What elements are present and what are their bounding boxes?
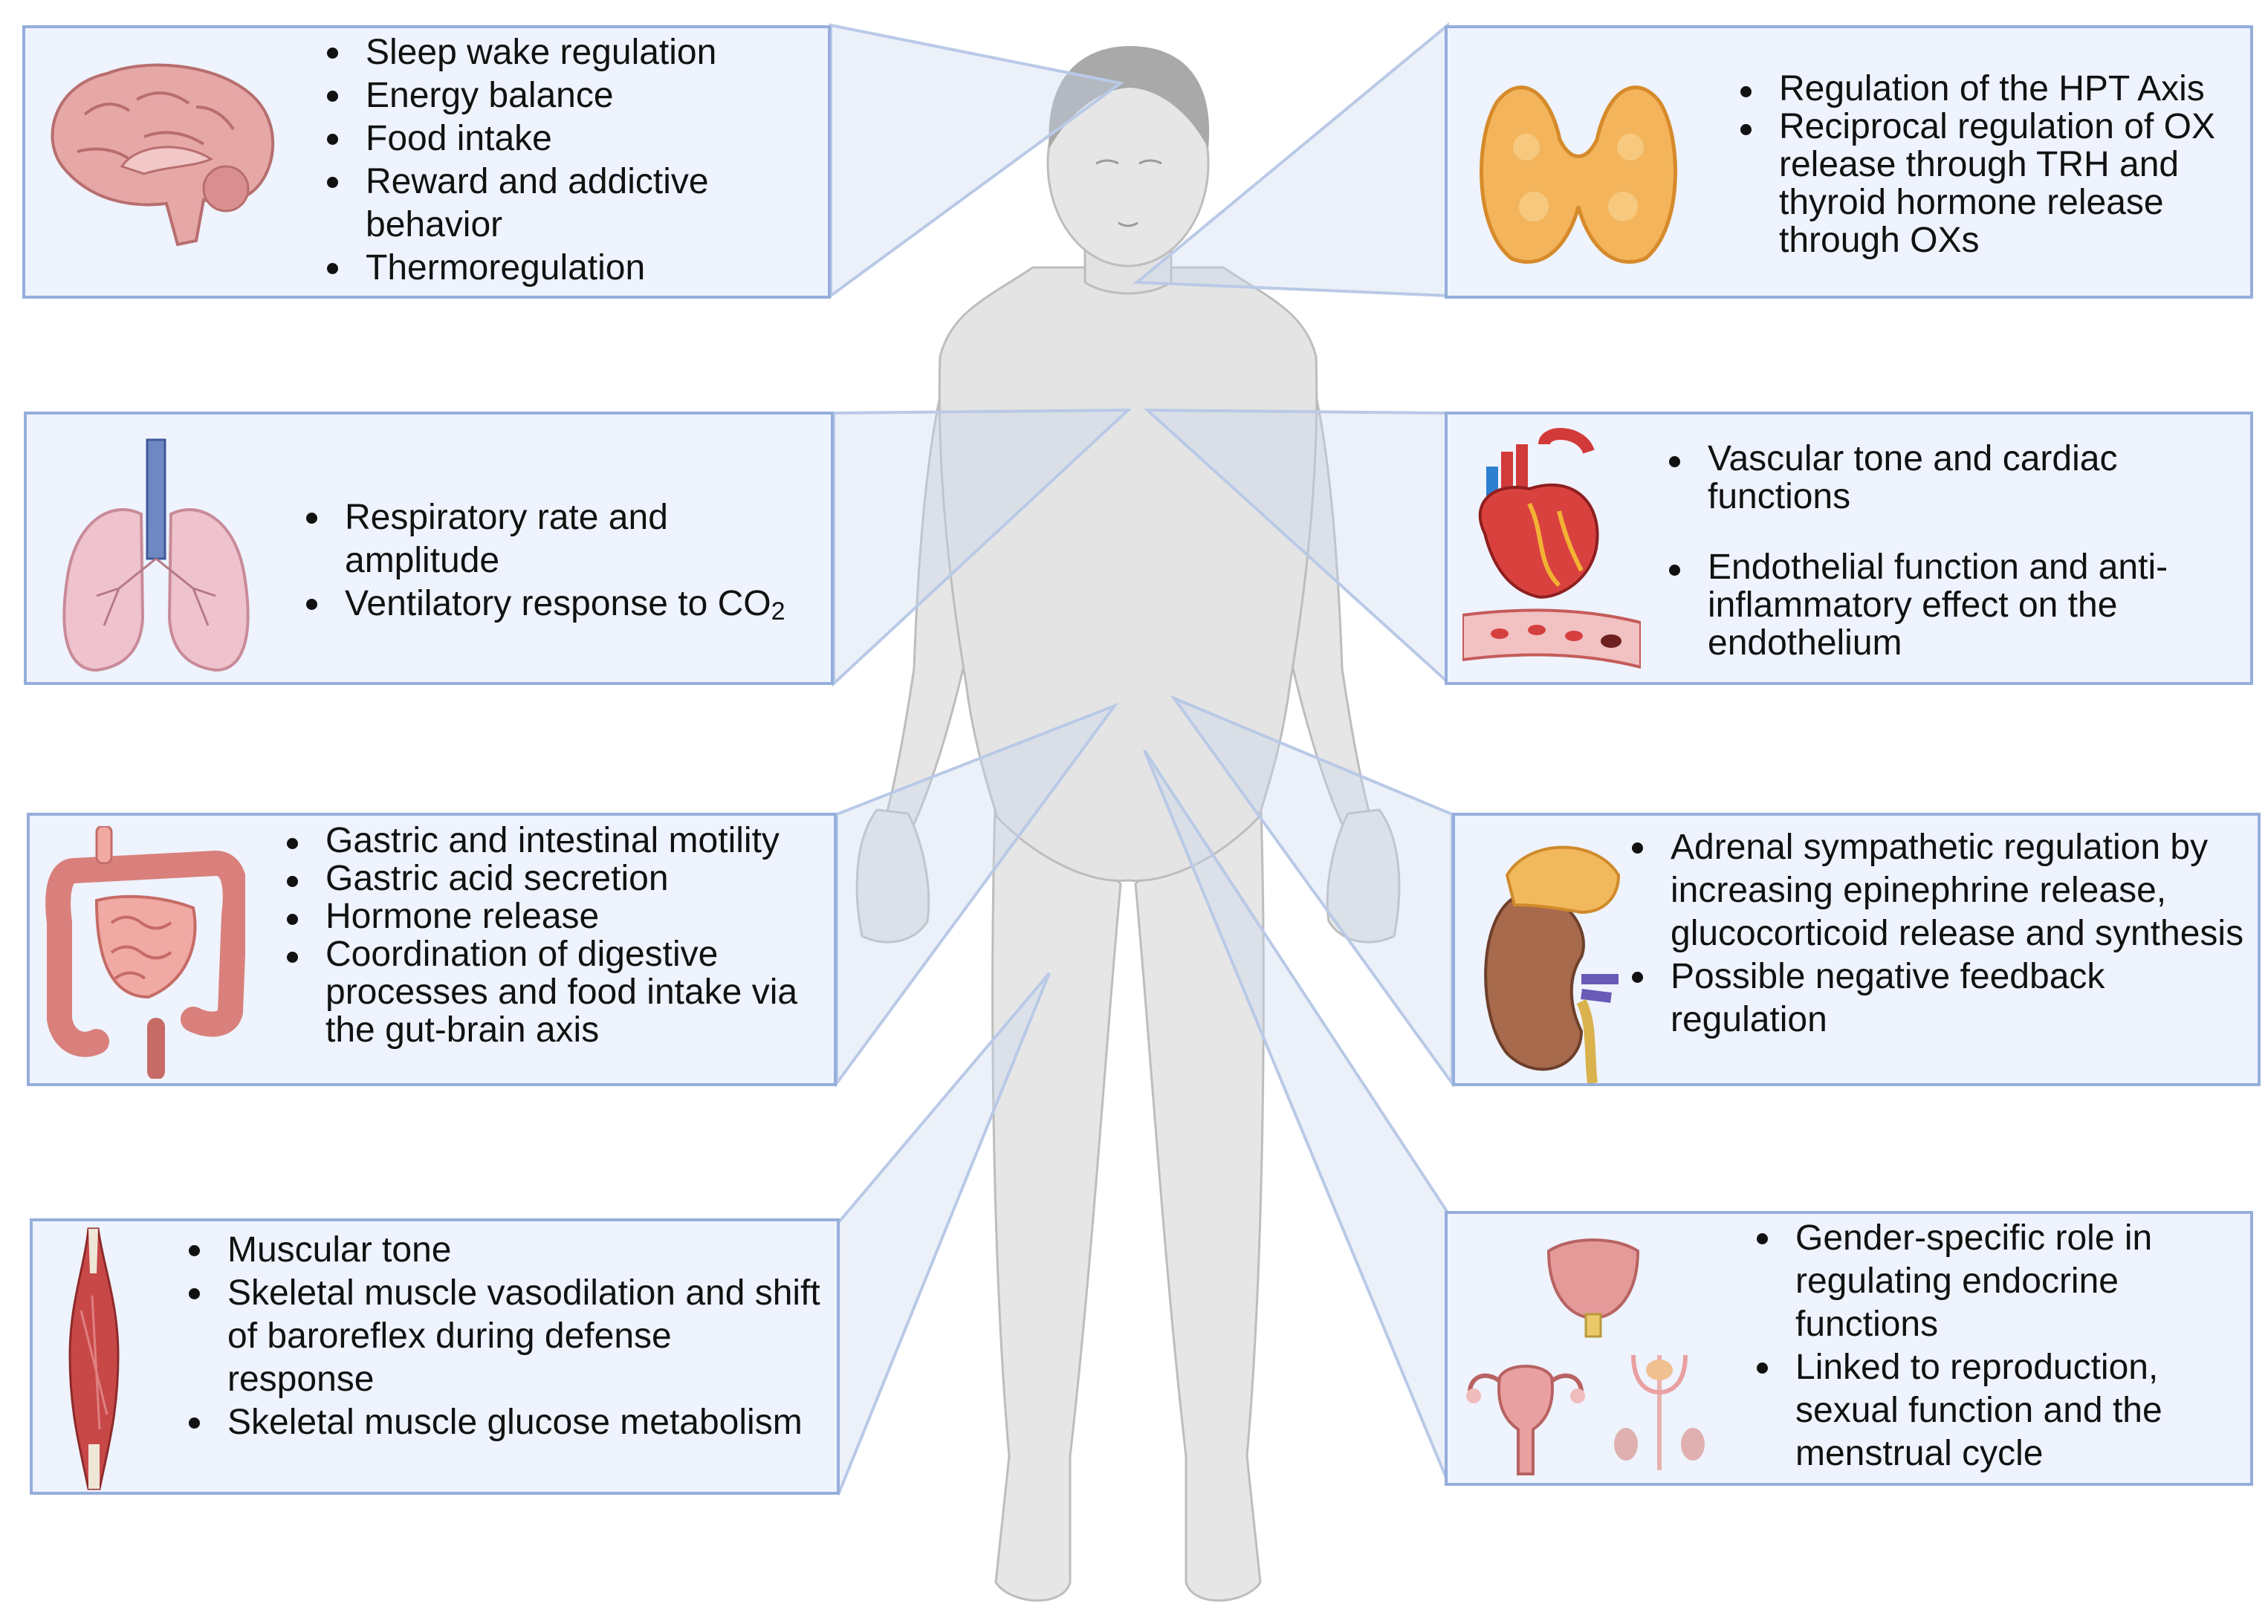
bullet-item: Hormone release [282,897,825,935]
bladder-icon [1546,1238,1640,1338]
male-reproductive-icon [1614,1354,1705,1470]
reproductive-bullets: Gender-specific role in regulating endoc… [1752,1217,2243,1475]
bullet-item: Energy balance [323,74,813,117]
muscle-bullets: Muscular tone Skeletal muscle vasodilati… [184,1229,823,1444]
thyroid-icon [1480,85,1677,264]
heart-panel: Vascular tone and cardiac functions Endo… [1445,412,2253,685]
bullet-item: Coordination of digestive processes and … [282,935,825,1049]
gut-bullets: Gastric and intestinal motility Gastric … [282,822,825,1049]
bullet-item: Linked to reproduction, sexual function … [1752,1346,2243,1475]
intestine-icon [45,826,245,1079]
bullet-item: Reciprocal regulation of OX release thro… [1736,108,2249,259]
bullet-item: Reward and addictive behavior [323,160,813,247]
bullet-item: Ventilatory response to CO2 [302,582,822,626]
uterus-icon [1466,1365,1585,1475]
heart-bullets: Vascular tone and cardiac functions Endo… [1665,440,2244,662]
lungs-bullets: Respiratory rate and amplitude Ventilato… [302,496,822,626]
heart-icon [1478,428,1599,599]
thyroid-panel: Regulation of the HPT Axis Reciprocal re… [1445,25,2253,299]
lungs-icon [62,438,250,672]
connector-lines [829,22,1454,1495]
bullet-item: Gastric acid secretion [282,860,825,897]
bullet-item: Skeletal muscle glucose metabolism [184,1401,823,1444]
bullet-item: Gastric and intestinal motility [282,822,825,860]
bullet-item: Respiratory rate and amplitude [302,496,822,582]
thyroid-bullets: Regulation of the HPT Axis Reciprocal re… [1736,70,2249,259]
bullet-item: Gender-specific role in regulating endoc… [1752,1217,2243,1346]
muscle-icon [68,1227,120,1490]
bullet-item: Endothelial function and anti-inflammato… [1665,548,2244,662]
bullet-item: Food intake [323,117,813,160]
co2-text: Ventilatory response to CO [345,584,771,623]
bullet-item: Vascular tone and cardiac functions [1665,440,2244,516]
co2-subscript: 2 [771,597,785,626]
muscle-panel: Muscular tone Skeletal muscle vasodilati… [30,1218,840,1495]
bullet-item: Thermoregulation [323,247,813,290]
bullet-item: Regulation of the HPT Axis [1736,70,2249,108]
gut-panel: Gastric and intestinal motility Gastric … [27,813,837,1086]
bullet-item: Sleep wake regulation [323,31,813,74]
lungs-panel: Respiratory rate and amplitude Ventilato… [24,412,834,685]
adrenal-panel: Adrenal sympathetic regulation by increa… [1452,813,2261,1086]
brain-icon [51,63,275,247]
brain-bullets: Sleep wake regulation Energy balance Foo… [323,31,813,290]
brain-panel: Sleep wake regulation Energy balance Foo… [22,25,831,299]
kidney-adrenal-icon [1484,845,1621,1083]
bullet-item: Skeletal muscle vasodilation and shift o… [184,1272,823,1401]
bullet-item: Possible negative feedback regulation [1627,955,2252,1042]
bullet-item: Muscular tone [184,1229,823,1272]
reproductive-panel: Gender-specific role in regulating endoc… [1445,1211,2253,1486]
blood-vessel-icon [1462,608,1641,669]
bullet-item: Adrenal sympathetic regulation by increa… [1627,826,2252,955]
adrenal-bullets: Adrenal sympathetic regulation by increa… [1627,826,2252,1042]
